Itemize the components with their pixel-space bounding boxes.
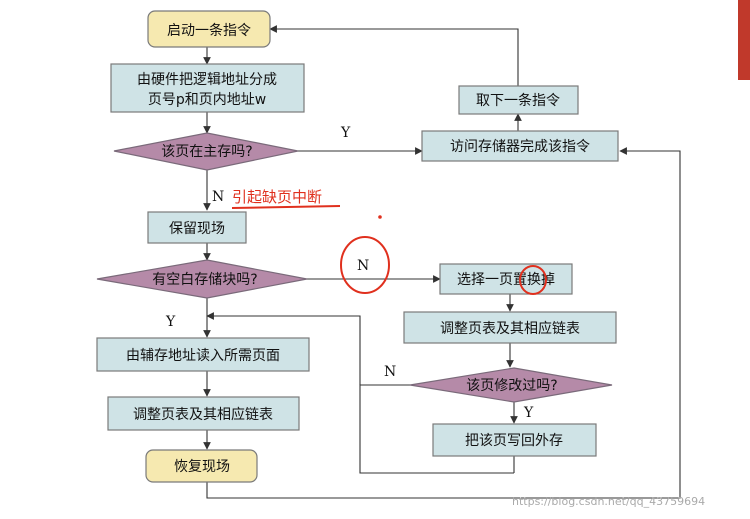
- node-split-address: 由硬件把逻辑地址分成 页号p和页内地址w: [110, 63, 305, 113]
- label-modified-no: N: [384, 364, 396, 380]
- annotation-underline: [231, 205, 341, 209]
- node-free-block-check: 有空白存储块吗?: [96, 259, 308, 299]
- side-bar-accent: [738, 0, 750, 80]
- label-in-memory-no: N: [212, 189, 224, 205]
- node-write-out: 把该页写回外存: [432, 423, 597, 457]
- edge-return-to-readin: [206, 312, 361, 385]
- node-modified-check: 该页修改过吗?: [409, 367, 613, 403]
- node-start: 启动一条指令: [147, 10, 271, 48]
- node-adjust-table-right: 调整页表及其相应链表: [403, 311, 617, 344]
- node-free-block-check-label: 有空白存储块吗?: [152, 272, 257, 288]
- red-circle-n-mark: [340, 236, 390, 294]
- node-select-page-label: 选择一页置换掉: [457, 271, 555, 288]
- node-access-memory: 访问存储器完成该指令: [421, 130, 619, 162]
- edges: [203, 25, 681, 499]
- node-read-in-label: 由辅存地址读入所需页面: [126, 347, 280, 364]
- node-save-context: 保留现场: [147, 211, 247, 244]
- node-modified-check-label: 该页修改过吗?: [466, 378, 557, 394]
- node-in-memory-check-label: 该页在主存吗?: [161, 144, 252, 160]
- node-write-out-label: 把该页写回外存: [465, 433, 563, 449]
- node-restore-context-label: 恢复现场: [174, 458, 230, 475]
- label-free-block-yes: Y: [165, 314, 176, 330]
- edge-modified-no-line: [359, 384, 514, 474]
- red-circle-swap-mark: [519, 265, 547, 295]
- node-start-label: 启动一条指令: [167, 22, 251, 39]
- node-adjust-table-right-label: 调整页表及其相应链表: [440, 320, 580, 337]
- node-fetch-next-label: 取下一条指令: [476, 92, 560, 109]
- label-modified-yes: Y: [523, 405, 534, 421]
- node-split-address-line2: 页号p和页内地址w: [148, 92, 266, 108]
- edge-restore-to-access: [206, 147, 681, 499]
- annotation-page-fault: 引起缺页中断: [232, 188, 322, 206]
- watermark: https://blog.csdn.net/qq_43759694: [512, 495, 705, 508]
- label-free-block-no: N: [357, 258, 369, 274]
- node-restore-context: 恢复现场: [145, 449, 258, 483]
- node-fetch-next: 取下一条指令: [458, 85, 579, 115]
- node-access-memory-label: 访问存储器完成该指令: [450, 139, 590, 155]
- label-in-memory-yes: Y: [340, 125, 351, 141]
- node-read-in: 由辅存地址读入所需页面: [96, 337, 310, 372]
- node-select-page: 选择一页置换掉: [439, 263, 573, 295]
- node-adjust-table-left-label: 调整页表及其相应链表: [133, 406, 273, 423]
- node-in-memory-check: 该页在主存吗?: [113, 132, 299, 171]
- node-split-address-line1: 由硬件把逻辑地址分成: [137, 72, 277, 88]
- edge-fetch-to-start: [269, 25, 519, 86]
- red-dot-mark: [378, 215, 382, 219]
- node-adjust-table-left: 调整页表及其相应链表: [107, 396, 300, 431]
- node-save-context-label: 保留现场: [169, 221, 225, 237]
